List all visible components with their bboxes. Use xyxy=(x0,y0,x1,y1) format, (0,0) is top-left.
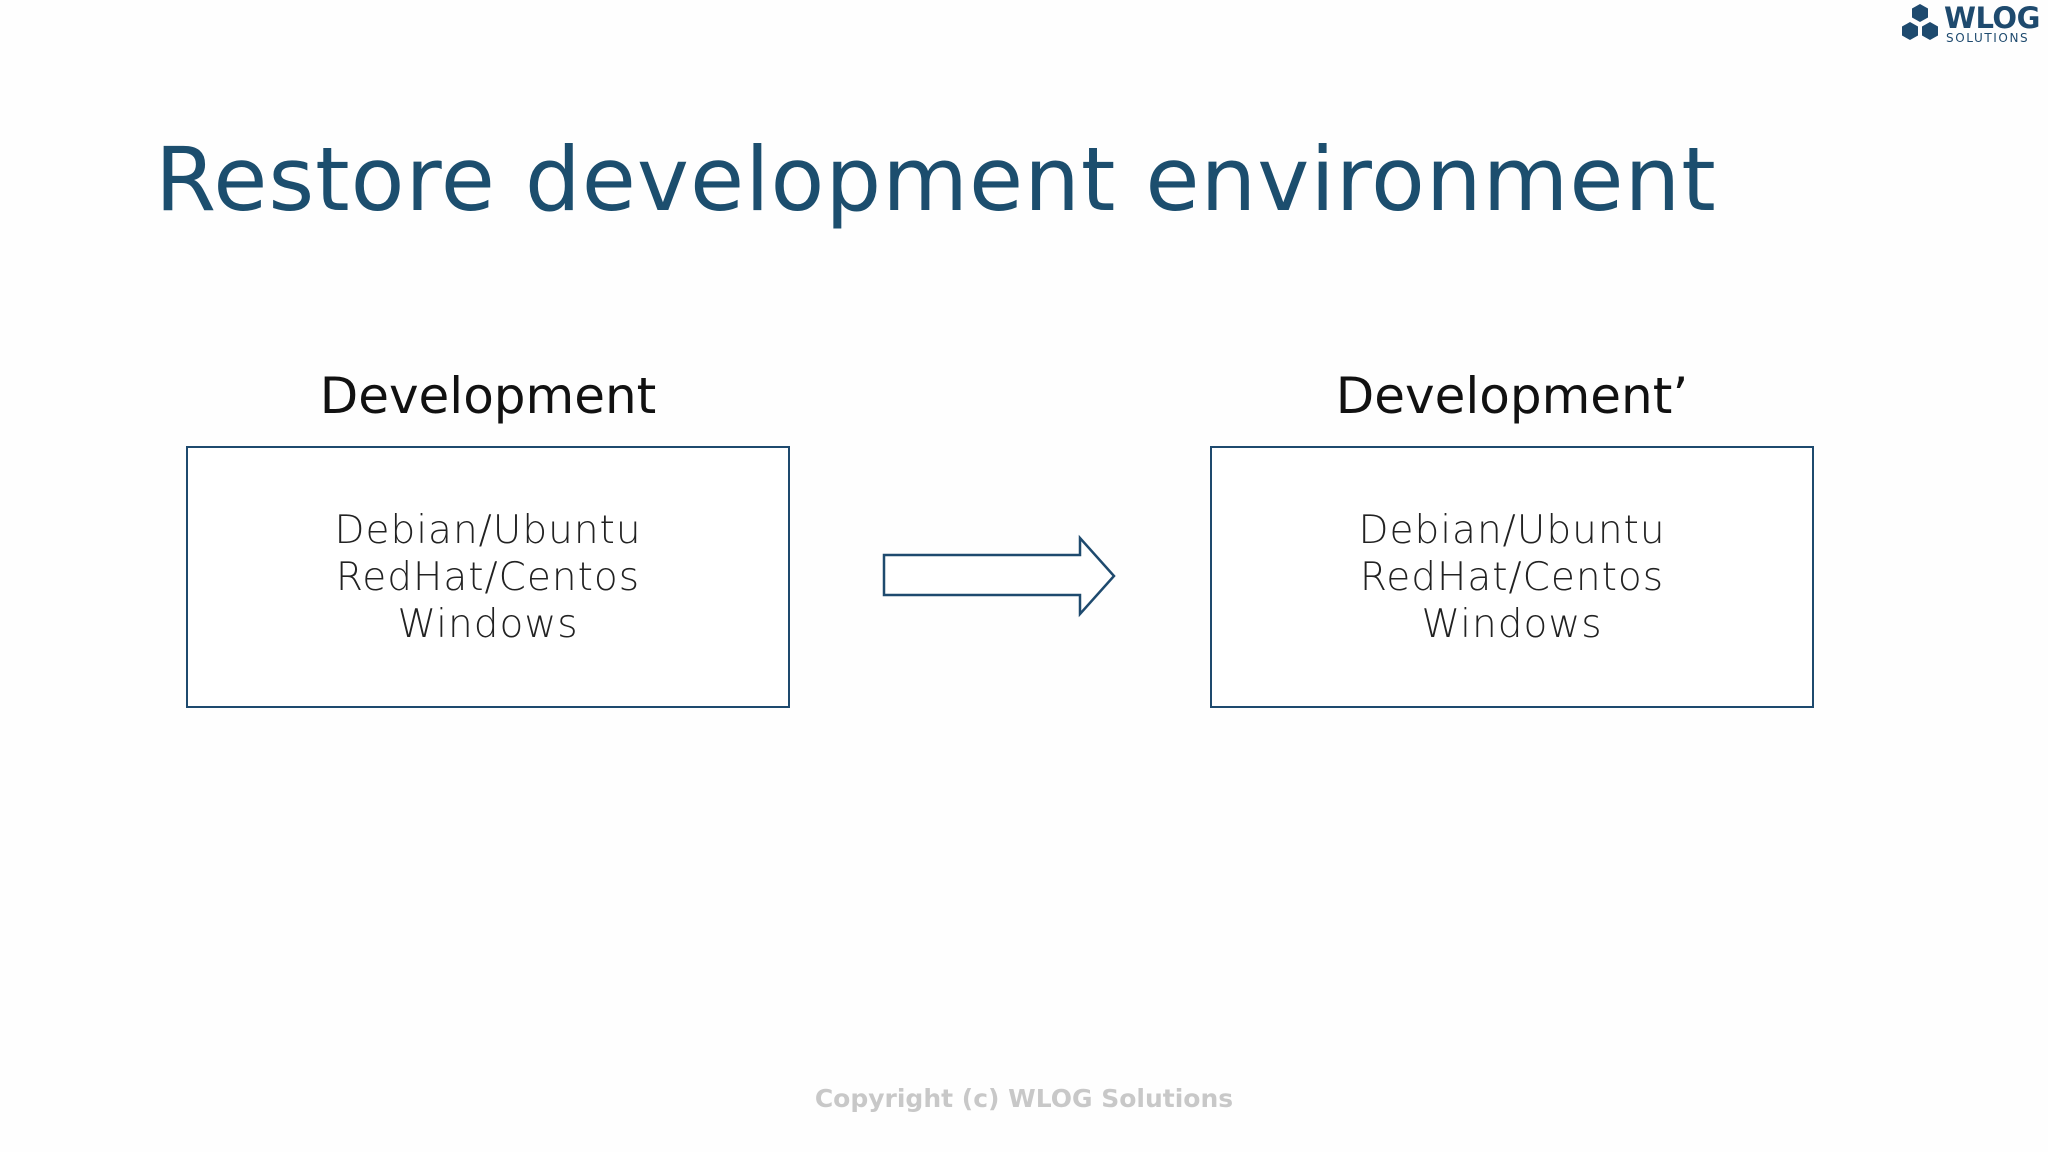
logo-subtitle: SOLUTIONS xyxy=(1946,31,2030,45)
logo-wordmark: WLOG xyxy=(1944,1,2040,35)
target-environment-box: Debian/Ubuntu RedHat/Centos Windows xyxy=(1210,446,1814,708)
copyright-footer: Copyright (c) WLOG Solutions xyxy=(814,1084,1234,1113)
slide-title: Restore development environment xyxy=(155,128,1717,231)
wlog-logo: WLOG SOLUTIONS xyxy=(1898,0,2048,52)
os-item: Debian/Ubuntu xyxy=(334,507,642,553)
os-item: Windows xyxy=(1421,601,1603,647)
os-item: RedHat/Centos xyxy=(335,554,641,600)
os-item: Debian/Ubuntu xyxy=(1358,507,1666,553)
right-arrow-icon xyxy=(882,534,1116,618)
target-environment-label: Development’ xyxy=(1335,367,1689,425)
os-item: RedHat/Centos xyxy=(1359,554,1665,600)
source-environment-label: Development xyxy=(319,367,657,425)
hexagon-cluster-icon xyxy=(1902,4,1938,40)
source-environment-box: Debian/Ubuntu RedHat/Centos Windows xyxy=(186,446,790,708)
os-item: Windows xyxy=(397,601,579,647)
